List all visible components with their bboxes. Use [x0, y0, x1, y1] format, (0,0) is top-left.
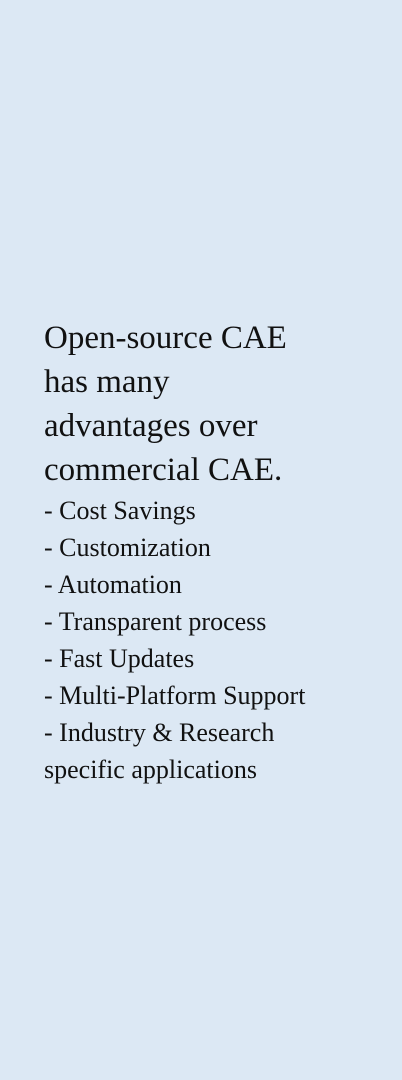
list-item-multi-platform-support: - Multi-Platform Support — [44, 681, 306, 710]
list-item-cost-savings: - Cost Savings — [44, 496, 196, 525]
list-item-transparent-process: - Transparent process — [44, 607, 267, 636]
heading: Open-source CAE has many advantages over… — [44, 316, 384, 492]
list-item-fast-updates: - Fast Updates — [44, 644, 195, 673]
heading-line: has many — [44, 364, 170, 400]
advantages-list: - Cost Savings - Customization - Automat… — [44, 492, 384, 788]
list-item-industry-research: - Industry & Research — [44, 718, 275, 747]
list-item-industry-research-continued: specific applications — [44, 755, 257, 784]
heading-line: commercial CAE. — [44, 452, 283, 488]
text-block: Open-source CAE has many advantages over… — [44, 316, 384, 788]
heading-line: Open-source CAE — [44, 320, 287, 356]
list-item-customization: - Customization — [44, 533, 211, 562]
heading-line: advantages over — [44, 408, 258, 444]
list-item-automation: - Automation — [44, 570, 182, 599]
